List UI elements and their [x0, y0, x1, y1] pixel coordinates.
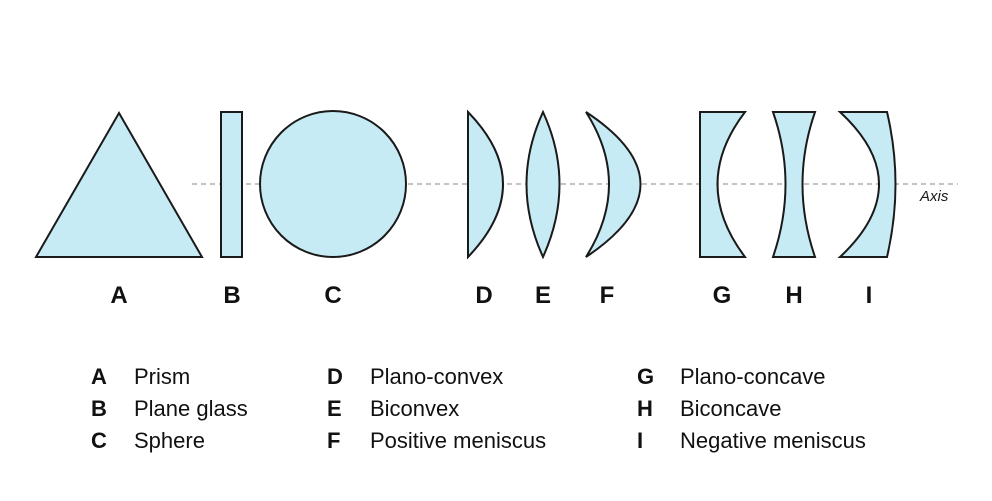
biconvex-lens-shape: [525, 109, 561, 260]
legend-key-i: I: [637, 428, 643, 453]
shape-letter-c: C: [324, 282, 341, 309]
legend-key-b: B: [91, 396, 107, 421]
legend-name-h: Biconcave: [680, 396, 782, 421]
legend-name-d: Plano-convex: [370, 364, 503, 389]
shape-letter-i: I: [866, 282, 873, 309]
legend-name-e: Biconvex: [370, 396, 459, 421]
axis-label: Axis: [919, 188, 949, 205]
shape-letter-h: H: [785, 282, 802, 309]
plano-convex-lens-shape: [467, 109, 504, 260]
legend-key-e: E: [327, 396, 342, 421]
sphere-shape: [259, 110, 407, 258]
positive-meniscus-lens-shape: [585, 111, 642, 258]
legend-name-c: Sphere: [134, 428, 205, 453]
shape-letter-g: G: [713, 282, 732, 309]
legend-name-f: Positive meniscus: [370, 428, 546, 453]
shape-letter-d: D: [475, 282, 492, 309]
legend-key-a: A: [91, 364, 107, 389]
legend-name-b: Plane glass: [134, 396, 248, 421]
legend-key-d: D: [327, 364, 343, 389]
legend-key-h: H: [637, 396, 653, 421]
shape-letter-a: A: [110, 282, 127, 309]
legend-name-i: Negative meniscus: [680, 428, 866, 453]
legend-key-c: C: [91, 428, 107, 453]
legend-key-f: F: [327, 428, 340, 453]
prism-shape: [34, 110, 204, 258]
legend-name-g: Plano-concave: [680, 364, 826, 389]
shape-letter-e: E: [535, 282, 551, 309]
shape-letter-f: F: [600, 282, 615, 309]
legend-name-a: Prism: [134, 364, 190, 389]
plane-glass-shape: [220, 111, 243, 258]
legend-key-g: G: [637, 364, 654, 389]
shape-letter-b: B: [223, 282, 240, 309]
negative-meniscus-lens-shape: [837, 111, 897, 258]
biconcave-lens-shape: [771, 111, 817, 258]
plano-concave-lens-shape: [699, 111, 748, 258]
